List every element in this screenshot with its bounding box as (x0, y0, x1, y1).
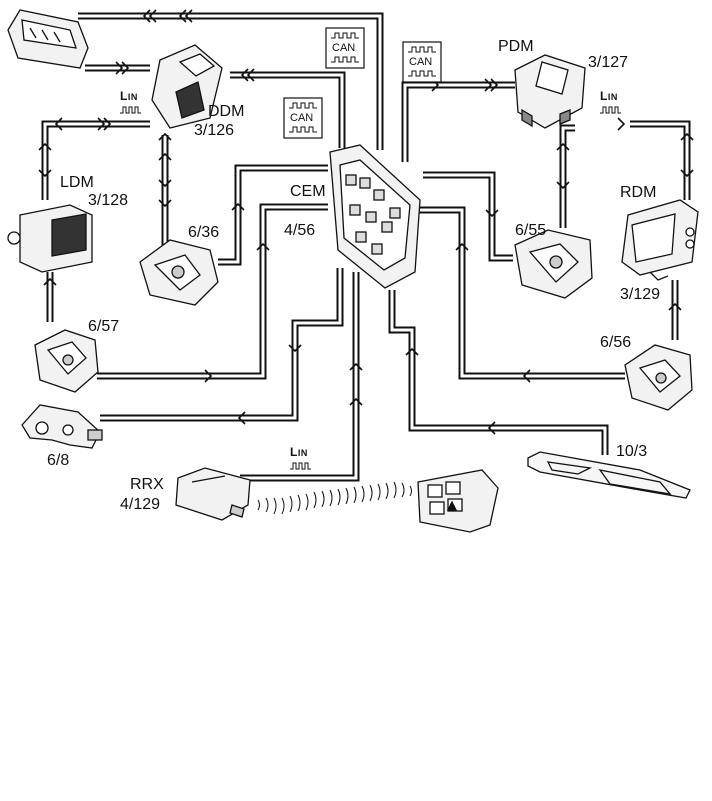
wire-cem-655 (423, 171, 513, 262)
lin-sub-ddm: IN (127, 92, 138, 102)
lin-label-rrx: LIN (290, 445, 308, 459)
device-lock-6-56 (624, 344, 693, 411)
device-lock-6-55 (514, 229, 593, 299)
arrow-pdm-2 (484, 78, 499, 92)
arrow-v-ldm (38, 142, 52, 178)
can-label-mid: CAN (290, 112, 314, 124)
lin-label-ddm: LIN (120, 89, 138, 103)
lin-pulse-ddm (120, 106, 141, 114)
lin-main-pdm: L (600, 89, 608, 103)
device-cem-module (329, 144, 421, 289)
device-rdm-module (621, 199, 699, 281)
signal-arrows (38, 9, 694, 435)
label-lock-6-36: 6/36 (188, 224, 220, 241)
arrow-top-1 (142, 9, 157, 23)
arrow-v-656 (668, 302, 682, 311)
can-box-left (325, 27, 365, 69)
lin-sub-pdm: IN (607, 92, 618, 102)
arrow-v-636 (158, 132, 172, 208)
lin-pulse-rrx (290, 462, 311, 470)
label-rrx-code: 4/129 (120, 496, 161, 513)
arrow-v-655b (485, 209, 499, 218)
arrow-ddm-cem (240, 68, 255, 82)
can-box-mid (283, 97, 323, 139)
label-ddm-name: DDM (208, 103, 245, 120)
arrow-ddm-ldm-2 (97, 117, 112, 131)
label-pdm-name: PDM (498, 38, 534, 55)
arrow-v-655 (556, 142, 570, 190)
arrow-v-rdm (680, 132, 694, 178)
can-box-right (402, 41, 442, 83)
device-lock-6-36 (139, 239, 219, 306)
label-lock-6-57: 6/57 (88, 318, 120, 335)
device-ddm-module (151, 44, 223, 129)
label-cem-code: 4/56 (284, 222, 316, 239)
lin-sub-rrx: IN (297, 448, 308, 458)
radio-waves (257, 481, 412, 515)
wire-pdm-cem (401, 81, 515, 162)
arrow-ddm-ldm-1 (54, 117, 63, 131)
lin-label-pdm: LIN (600, 89, 618, 103)
device-handle-10-3 (527, 451, 691, 499)
label-rdm-name: RDM (620, 184, 657, 201)
label-lock-6-8: 6/8 (47, 452, 70, 469)
arrow-v-68 (288, 344, 302, 353)
label-cem-name: CEM (290, 183, 326, 200)
lin-main-ddm: L (120, 89, 128, 103)
arrow-h-657 (204, 369, 213, 383)
device-lock-6-8 (21, 404, 103, 449)
arrow-h-656 (522, 369, 531, 383)
can-label-left: CAN (332, 42, 356, 54)
label-ldm-name: LDM (60, 174, 94, 191)
arrow-v-657b (256, 242, 270, 251)
device-key-fob (417, 469, 499, 533)
arrow-h-68 (237, 411, 246, 425)
arrow-h-103 (487, 421, 496, 435)
wire-pdm-rdm (559, 124, 575, 228)
arrow-v-rrx (349, 362, 363, 406)
label-rrx-name: RRX (130, 476, 164, 493)
label-lock-6-56: 6/56 (600, 334, 632, 351)
label-ddm-code: 3/126 (194, 122, 235, 139)
label-ldm-code: 3/128 (88, 192, 129, 209)
lin-pulse-pdm (600, 106, 621, 114)
arrow-rdm-top (617, 117, 626, 131)
label-rdm-code: 3/129 (620, 286, 661, 303)
lin-main-rrx: L (290, 445, 298, 459)
label-handle-10-3: 10/3 (616, 443, 648, 460)
label-pdm-code: 3/127 (588, 54, 629, 71)
wire-cem-68 (100, 268, 344, 422)
device-switch-panel (7, 9, 89, 69)
arrow-v-657 (43, 277, 57, 286)
device-rrx-module (175, 467, 251, 521)
device-pdm-module (514, 54, 586, 129)
arrow-v-656b (455, 242, 469, 251)
arrow-v-636b (231, 202, 245, 211)
arrow-sw-ddm (115, 61, 130, 75)
arrow-top-2 (178, 9, 193, 23)
arrow-v-103 (405, 347, 419, 356)
can-label-right: CAN (409, 56, 433, 68)
device-ldm-module (7, 204, 93, 273)
device-lock-6-57 (34, 329, 99, 393)
label-lock-6-55: 6/55 (515, 222, 547, 239)
